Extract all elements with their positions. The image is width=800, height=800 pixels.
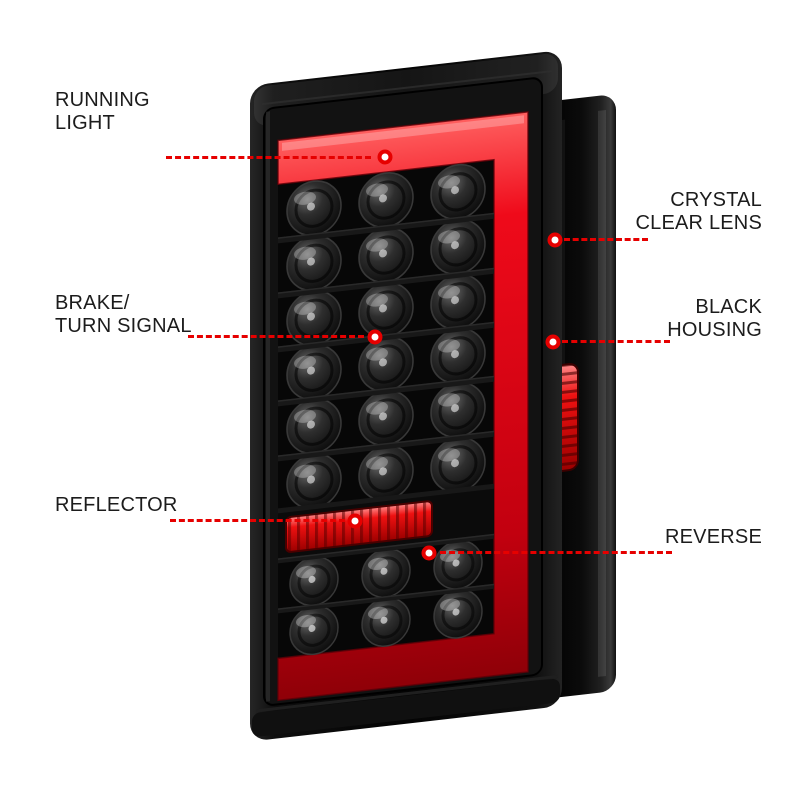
callout-line-black-housing: [562, 340, 670, 343]
callout-dot-running-light: [377, 149, 393, 165]
callout-line-reflector: [170, 519, 345, 522]
callout-dot-black-housing: [545, 334, 561, 350]
callout-label-crystal-clear-lens: CRYSTAL CLEAR LENS: [635, 189, 762, 234]
callout-dot-brake-turn-signal: [367, 329, 383, 345]
callout-line-crystal-clear-lens: [564, 238, 648, 241]
callout-line-reverse: [440, 551, 672, 554]
callout-dot-reverse: [421, 545, 437, 561]
callout-label-brake-turn-signal: BRAKE/ TURN SIGNAL: [55, 292, 192, 337]
callout-dot-crystal-clear-lens: [547, 232, 563, 248]
callout-label-reverse: REVERSE: [665, 526, 762, 548]
callout-label-running-light: RUNNING LIGHT: [55, 89, 150, 134]
callout-line-brake-turn-signal: [188, 335, 364, 338]
callout-dot-reflector: [347, 513, 363, 529]
tail-light-body: [250, 51, 616, 740]
callout-line-running-light: [166, 156, 371, 159]
red-light-bar: [277, 111, 529, 702]
callout-label-reflector: REFLECTOR: [55, 494, 178, 516]
callout-label-black-housing: BLACK HOUSING: [667, 296, 762, 341]
